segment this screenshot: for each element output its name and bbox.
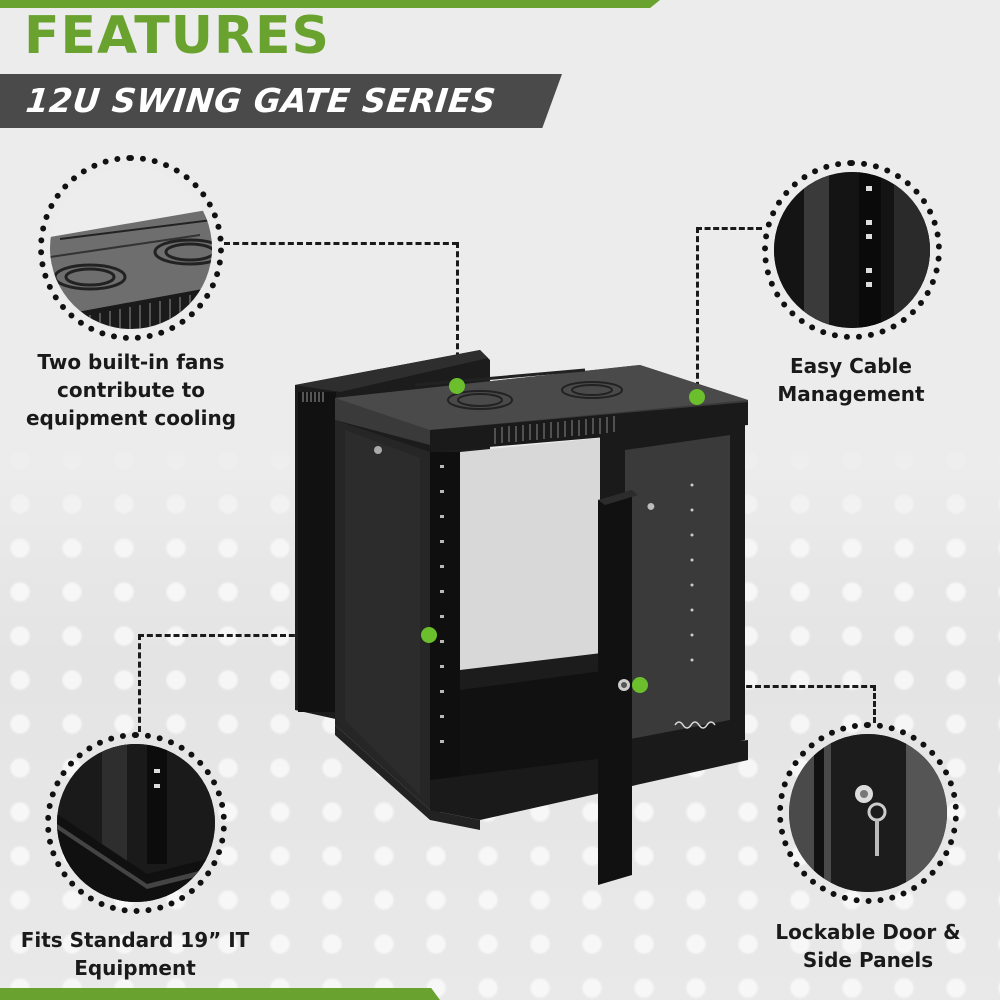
feature-label-cable: Easy Cable Management	[777, 354, 925, 406]
connector-fans-vertical	[456, 242, 459, 386]
connector-cable-vertical	[696, 227, 699, 397]
anchor-dot-lock	[632, 677, 648, 693]
feature-label-lock: Lockable Door & Side Panels	[775, 920, 961, 972]
connector-rack-vertical	[138, 634, 141, 732]
feature-label-rack: Fits Standard 19” IT Equipment	[20, 928, 250, 980]
connector-lock-vertical	[873, 685, 876, 723]
anchor-dot-fans	[449, 378, 465, 394]
connector-fans-horizontal	[224, 242, 458, 245]
connector-lock-horizontal	[640, 685, 876, 688]
door-lock-key-icon	[789, 734, 947, 892]
cable-detail-circle	[762, 160, 942, 340]
rack-base-corner-icon	[57, 744, 215, 902]
bottom-accent-bar	[0, 988, 440, 1000]
subtitle-text: 12U SWING GATE SERIES	[24, 81, 498, 120]
connector-cable-horizontal	[696, 227, 762, 230]
anchor-dot-cable	[689, 389, 705, 405]
server-rack-cabinet-icon: ●	[295, 350, 748, 885]
lock-detail-circle	[777, 722, 959, 904]
subtitle-banner	[0, 74, 562, 128]
fans-detail-circle	[38, 155, 224, 341]
top-accent-bar	[0, 0, 660, 8]
rack-rail-cable-management-icon	[774, 172, 930, 328]
feature-label-fans: Two built-in fans contribute to equipmen…	[25, 350, 237, 430]
anchor-dot-rack	[421, 627, 437, 643]
svg-text:●: ●	[646, 501, 657, 513]
rack-detail-circle	[45, 732, 227, 914]
page-title: FEATURES	[24, 6, 330, 66]
connector-rack-horizontal	[138, 634, 428, 637]
cooling-fan-top-panel-icon	[50, 209, 212, 329]
